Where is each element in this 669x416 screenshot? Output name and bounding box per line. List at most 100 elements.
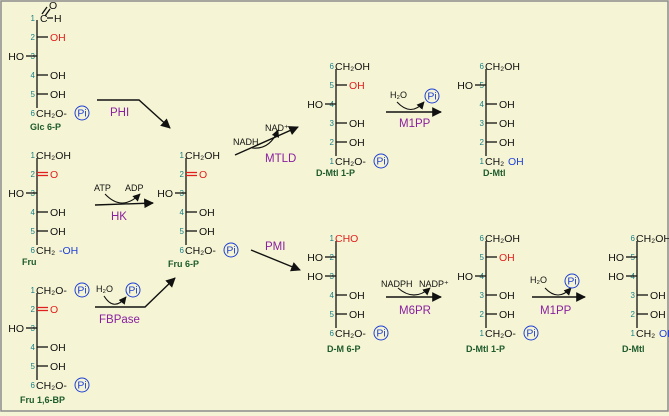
enzyme-label: MTLD (265, 153, 296, 165)
hydrogen-atom: H (54, 13, 62, 25)
carbonyl-bond-b (44, 8, 51, 17)
carbon-number: 2 (180, 170, 185, 179)
hydroxyl-group: OH (499, 137, 515, 149)
terminal-group: CH₂O- (335, 328, 366, 340)
hydroxyl-group: HO (8, 51, 24, 63)
hydroxyl-group: OH (50, 207, 66, 219)
carbon-number: 1 (480, 329, 485, 338)
pi-ring (523, 325, 539, 341)
terminal-group: CH₂O- (36, 108, 67, 120)
carbon-number: 5 (31, 227, 36, 236)
carbon-number: 3 (480, 291, 485, 300)
carbon-number: 5 (31, 90, 36, 99)
terminal-group: CH₂OH (36, 150, 71, 162)
pi-ring (74, 282, 90, 298)
cofactor-label: H₂O (530, 275, 547, 285)
keto-oxygen: O (50, 304, 58, 316)
carbon-number: 6 (330, 329, 335, 338)
carbon-number: 6 (480, 234, 485, 243)
carbon-number: 2 (31, 33, 36, 42)
compound-label: D-Mtl 1-P (316, 168, 355, 178)
hydroxyl-group: OH (349, 309, 365, 321)
cofactor-label: ATP (94, 183, 111, 193)
compound-label: Fru 6-P (168, 259, 199, 269)
compound-label: D-Mtl (622, 344, 645, 354)
enzyme-label: M6PR (399, 305, 431, 317)
terminal-hydroxyl: OH (508, 156, 524, 168)
terminal-group: CH₂O- (36, 285, 67, 297)
carbon-number: 6 (31, 109, 36, 118)
carbon-number: 2 (31, 170, 36, 179)
reaction-phi: PHI (97, 99, 171, 129)
aldehyde-carbon: C (40, 13, 48, 25)
compound-label: Glc 6-P (30, 122, 61, 132)
terminal-group: CH₂OH (485, 233, 520, 245)
hydroxyl-group: HO (157, 188, 173, 200)
hydroxyl-group: OH (499, 309, 515, 321)
enzyme-label: M1PP (399, 118, 431, 130)
reaction-arrow (234, 126, 299, 156)
pi-ring (125, 282, 141, 298)
cofactor-label: H₂O (390, 90, 407, 100)
carbon-number: 2 (330, 138, 335, 147)
terminal-group: CH₂ (485, 156, 504, 168)
carbon-number: 5 (31, 362, 36, 371)
carbon-number: 4 (480, 100, 485, 109)
carbon-number: 1 (480, 157, 485, 166)
hydroxyl-group: HO (307, 252, 323, 264)
compound-label: Fru (22, 257, 37, 267)
terminal-group: CH₂O- (36, 380, 67, 392)
hydroxyl-group: OH (650, 290, 666, 302)
terminal-group: CH₂ (36, 245, 55, 257)
carbon-number: 4 (31, 208, 36, 217)
hydroxyl-group: HO (307, 271, 323, 283)
compound-mtl1p_bottom: 6CH₂OH5OH4HO3OH2OH1CH₂O-PiD-Mtl 1-P (457, 233, 539, 354)
cofactor-label: NAD⁺ (265, 123, 289, 133)
terminal-group: CH₂ (636, 328, 655, 340)
cofactor-arrow (544, 287, 572, 296)
hydroxyl-group: OH (349, 118, 365, 130)
pi-text: Pi (128, 285, 137, 297)
hydroxyl-group: OH (50, 361, 66, 373)
carbon-number: 2 (480, 310, 485, 319)
pi-text: Pi (526, 328, 535, 340)
phosphate-circle: Pi (74, 105, 90, 121)
carbon-number: 4 (330, 291, 335, 300)
terminal-hydroxyl: OH (659, 328, 669, 340)
carbon-number: 6 (31, 246, 36, 255)
pi-ring (564, 273, 580, 289)
enzyme-label: PHI (110, 107, 129, 119)
pi-ring (74, 377, 90, 393)
terminal-group: CH₂OH (185, 150, 220, 162)
cofactor-arrow (251, 129, 279, 149)
pi-text: Pi (567, 276, 576, 288)
phosphate-circle: Pi (564, 273, 580, 289)
pi-text: Pi (226, 245, 235, 257)
compound-mtl1p_top: 6CH₂OH5OH4HO3OH2OH1CH₂O-PiD-Mtl 1-P (307, 61, 389, 178)
compound-label: D-Mtl 1-P (466, 344, 505, 354)
pi-text: Pi (376, 328, 385, 340)
reaction-arrow (94, 198, 154, 209)
carbon-number: 1 (31, 14, 36, 23)
pi-text: Pi (77, 108, 86, 120)
hydroxyl-group: HO (307, 99, 323, 111)
cofactor-label: NADPH (381, 279, 413, 289)
hydroxyl-group: OH (349, 137, 365, 149)
cofactor-arrow (397, 287, 431, 296)
phosphate-circle: Pi (424, 88, 440, 104)
hydroxyl-group: OH (650, 309, 666, 321)
carbon-number: 5 (330, 310, 335, 319)
phosphate-circle: Pi (223, 242, 239, 258)
carbon-number: 1 (330, 234, 335, 243)
pi-ring (373, 325, 389, 341)
hydroxyl-group: OH (499, 290, 515, 302)
reaction-arrow (250, 249, 301, 272)
hydroxyl-group: OH (50, 70, 66, 82)
carbon-number: 3 (631, 291, 636, 300)
enzyme-label: HK (111, 211, 127, 223)
